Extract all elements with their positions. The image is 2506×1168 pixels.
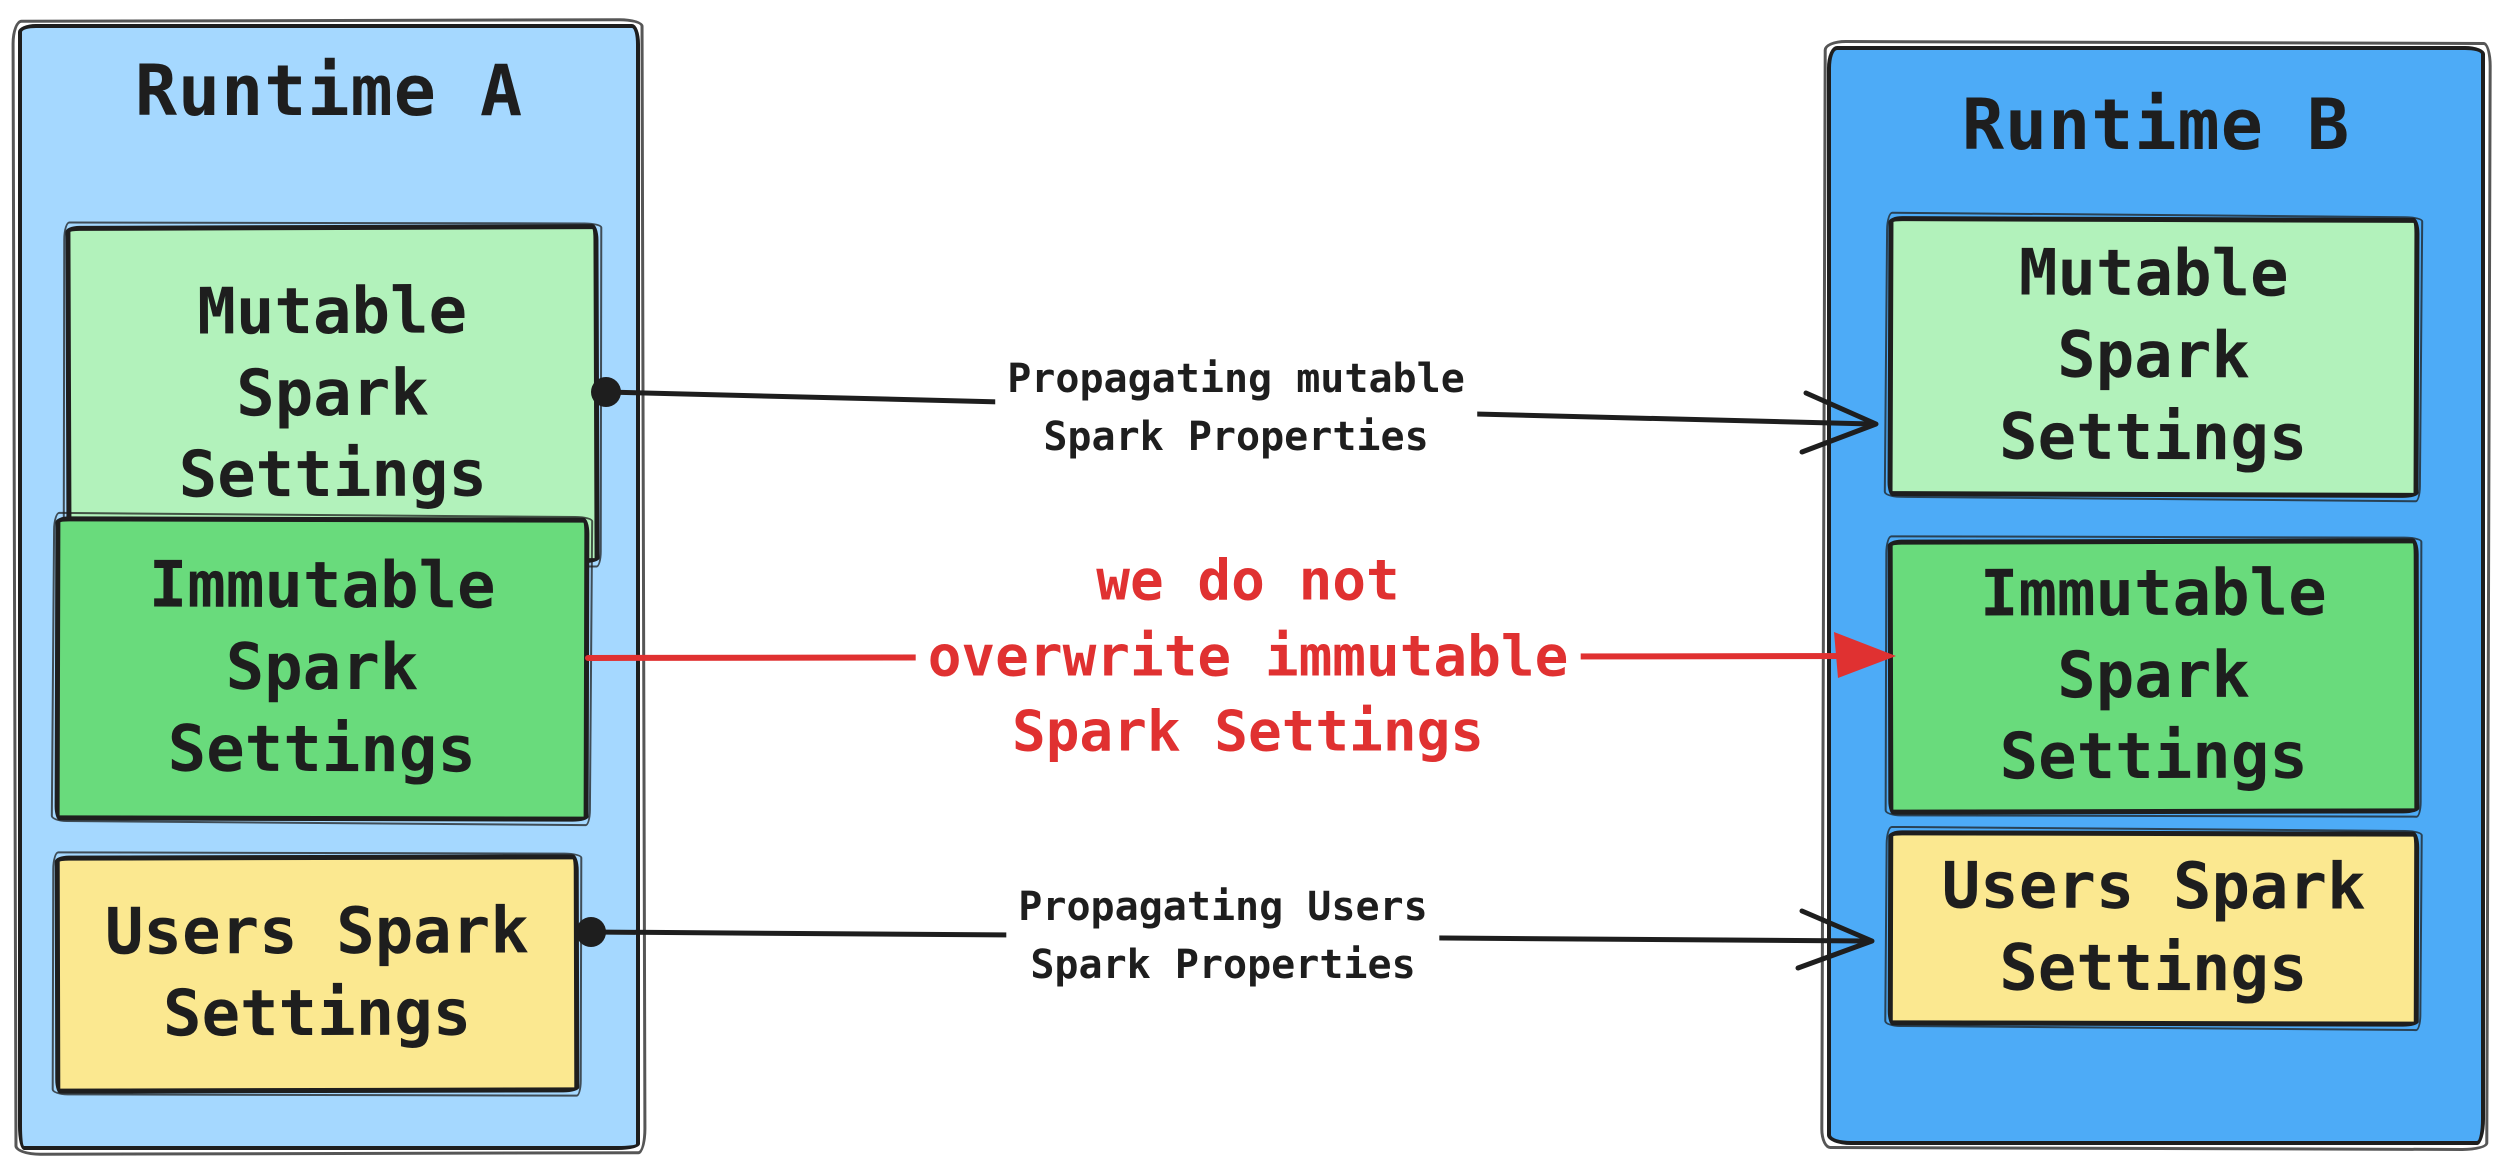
runtime-b-immutable-box: Immutable Spark Settings	[1887, 538, 2420, 815]
runtime-b-container: Runtime B Mutable Spark Settings Immutab…	[1827, 46, 2485, 1145]
runtime-b-title: Runtime B	[1961, 84, 2351, 166]
runtime-b-mutable-label: Mutable Spark Settings	[1998, 236, 2308, 476]
runtime-a-container: Runtime A Mutable Spark Settings Immutab…	[18, 24, 640, 1150]
runtime-b-users-label: Users Spark Settings	[1941, 849, 2366, 1006]
runtime-a-users-label: Users Spark Settings	[104, 894, 529, 1052]
runtime-a-title: Runtime A	[134, 50, 524, 132]
runtime-a-mutable-box: Mutable Spark Settings	[65, 224, 600, 565]
runtime-a-immutable-label: Immutable Spark Settings	[148, 548, 496, 788]
no-overwrite-immutable-label: we do not overwrite immutable Spark Sett…	[915, 541, 1581, 773]
runtime-b-immutable-label: Immutable Spark Settings	[1979, 556, 2327, 795]
runtime-a-users-box: Users Spark Settings	[54, 854, 580, 1094]
runtime-a-immutable-box: Immutable Spark Settings	[54, 516, 590, 822]
runtime-b-mutable-box: Mutable Spark Settings	[1887, 216, 2420, 498]
propagate-mutable-label: Propagating mutable Spark Properties	[995, 348, 1477, 468]
runtime-b-users-box: Users Spark Settings	[1887, 830, 2420, 1027]
propagate-users-label: Propagating Users Spark Properties	[1006, 876, 1440, 996]
runtime-a-mutable-label: Mutable Spark Settings	[178, 274, 488, 513]
